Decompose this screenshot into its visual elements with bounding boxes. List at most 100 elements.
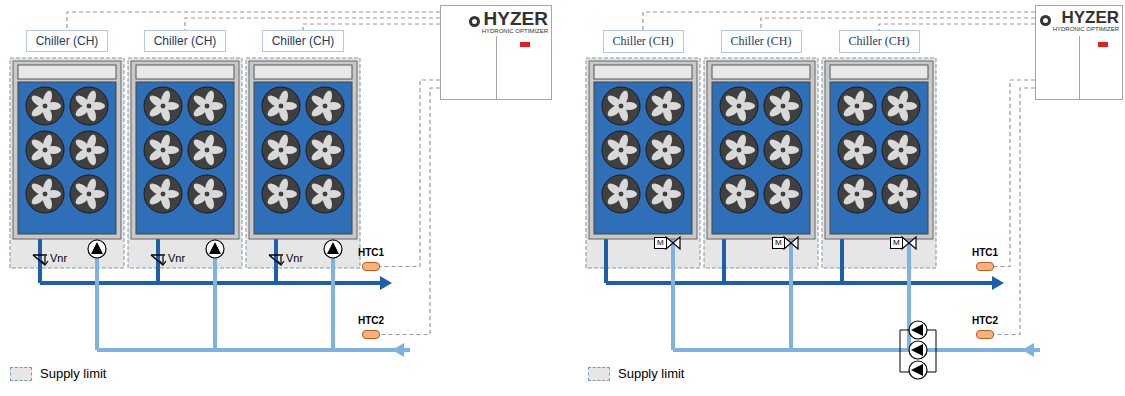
pipe (604, 237, 608, 283)
chiller-unit (825, 61, 933, 239)
pipe (673, 348, 1040, 352)
chiller-top (254, 65, 352, 79)
check-valve-symbol (151, 255, 166, 265)
fan (26, 131, 64, 169)
logo-tagline: HYDRONIC OPTIMIZER (482, 28, 548, 35)
legend-text: Supply limit (40, 366, 106, 381)
flow-arrow (380, 276, 392, 290)
pump-symbol (324, 240, 342, 258)
chiller-frame (825, 61, 933, 239)
fan (646, 175, 684, 213)
logo-text: HYZERHYDRONIC OPTIMIZER (1053, 9, 1119, 33)
fan (26, 87, 64, 125)
chiller-label: Chiller (CH) (849, 34, 910, 48)
fan (838, 175, 876, 213)
chiller-label-box: Chiller (CH) (144, 30, 227, 52)
pipe (789, 237, 793, 350)
chiller-body (594, 82, 692, 234)
fan (144, 175, 182, 213)
pump-symbol (909, 321, 927, 339)
valve-label: Vnr (168, 253, 185, 264)
valve-label: Vnr (286, 253, 303, 264)
fan (70, 175, 108, 213)
fan (262, 87, 300, 125)
chiller-body (18, 82, 116, 234)
fan (188, 175, 226, 213)
fan (646, 131, 684, 169)
check-valve-symbol (269, 255, 284, 265)
logo-icon (469, 16, 480, 27)
control-wire (761, 18, 1035, 30)
fan (882, 175, 920, 213)
chiller-label: Chiller (CH) (272, 34, 335, 48)
actuator-label: M (772, 237, 785, 249)
chiller-unit (13, 61, 121, 239)
fan (262, 175, 300, 213)
chiller-unit (707, 61, 815, 239)
control-wire (67, 12, 440, 30)
fan (838, 131, 876, 169)
pipe (722, 237, 726, 283)
chiller-body (136, 82, 234, 234)
logo-text: HYZERHYDRONIC OPTIMIZER (482, 9, 548, 35)
control-wire (643, 12, 1035, 30)
control-wire (994, 80, 1035, 267)
legend-swatch (10, 367, 32, 381)
pump-symbol (909, 341, 927, 359)
logo-icon (1040, 15, 1051, 26)
chiller-top (136, 65, 234, 79)
chiller-unit (249, 61, 357, 239)
chiller-frame (589, 61, 697, 239)
chiller-unit (131, 61, 239, 239)
pipes (40, 237, 1040, 357)
logo-name: HYZER (484, 9, 548, 28)
actuator-label: M (654, 237, 667, 249)
check-valve-symbol (33, 255, 48, 265)
sensor-label: HTC1 (358, 247, 384, 258)
cabinet-divider (1079, 36, 1080, 99)
pump-symbol (88, 240, 106, 258)
chiller-top (18, 65, 116, 79)
chiller-body (254, 82, 352, 234)
fan (764, 131, 802, 169)
chiller-top (830, 65, 928, 79)
chiller-frame (13, 61, 121, 239)
chiller-label-box: Chiller (CH) (603, 30, 684, 53)
fan (144, 87, 182, 125)
legend-text: Supply limit (618, 366, 684, 381)
supply-limit-box (704, 58, 818, 268)
temperature-sensor: HTC1 (976, 262, 994, 271)
fan (188, 131, 226, 169)
fan (306, 175, 344, 213)
fan (70, 87, 108, 125)
pipe (606, 281, 992, 285)
controller-box: HYZERHYDRONIC OPTIMIZER (440, 5, 552, 100)
motorised-valve-symbol (783, 237, 798, 249)
temperature-sensor: HTC2 (362, 330, 380, 339)
sensor-label: HTC2 (972, 315, 998, 326)
fan (882, 131, 920, 169)
logo-row: HYZERHYDRONIC OPTIMIZER (441, 6, 551, 35)
control-wire (380, 88, 440, 335)
chiller-frame (249, 61, 357, 239)
chiller-body (830, 82, 928, 234)
chiller-label-box: Chiller (CH) (262, 30, 345, 52)
fan (26, 175, 64, 213)
logo-name: HYZER (1061, 9, 1119, 26)
supply-limit-box (128, 58, 242, 268)
status-lamp (1098, 42, 1108, 47)
pipe (671, 237, 675, 350)
chiller-label: Chiller (CH) (613, 34, 674, 48)
chiller-top (594, 65, 692, 79)
flow-arrow (992, 276, 1004, 290)
supply-limit-box (246, 58, 360, 268)
chiller-label: Chiller (CH) (731, 34, 792, 48)
legend-item: Supply limit (588, 366, 684, 381)
pump-symbol (206, 240, 224, 258)
sensor-label: HTC2 (358, 315, 384, 326)
fan (70, 131, 108, 169)
fan (262, 131, 300, 169)
fan (602, 87, 640, 125)
supply-limit-box (586, 58, 700, 268)
